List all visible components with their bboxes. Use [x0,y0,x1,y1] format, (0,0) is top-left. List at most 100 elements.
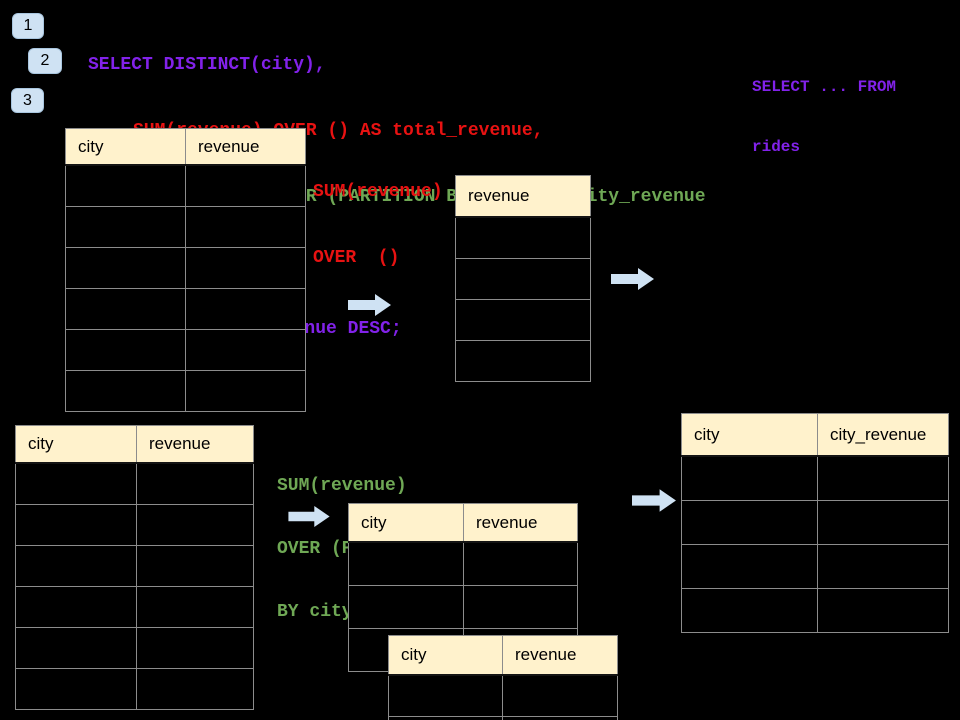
table-cell [455,299,591,341]
table-cell [136,462,254,505]
table-cell [65,370,186,412]
table-cell [136,504,254,546]
table-cell [185,206,306,248]
table-row [455,340,591,382]
table-row [65,329,306,371]
table-cell [185,247,306,289]
table-cell [185,329,306,371]
table-cell [463,585,578,629]
table-cell [185,288,306,330]
table-cell [817,544,949,589]
table-cell [817,588,949,633]
grid: revenue [455,175,591,382]
step-badge-1: 1 [12,13,44,39]
total-revenue-table: revenue [455,175,591,382]
table-cell [817,455,949,501]
table-cell [348,585,464,629]
step-badge-2: 2 [28,48,62,74]
table-cell [136,586,254,628]
header-row: revenue [455,175,591,218]
total-revenue-note: SUM(revenue) OVER () [313,137,443,313]
table-row [348,541,578,586]
table-row [681,500,949,545]
table-row [348,585,578,629]
table-cell [185,370,306,412]
table-row [15,627,254,669]
table-row [15,462,254,505]
table-cell [455,216,591,259]
table-row [388,716,618,720]
table-row [455,258,591,300]
right-arrow-total-result-icon [611,268,654,290]
table-row [15,545,254,587]
right-arrow-total-icon [348,294,391,316]
table-row [65,247,306,289]
table-row [681,544,949,589]
table-cell [502,674,618,717]
table-row [15,586,254,628]
table-cell [681,500,818,545]
table-cell [65,206,186,248]
column-header-revenue: revenue [185,128,306,166]
table-row [681,455,949,501]
column-header-revenue: revenue [136,425,254,464]
step-badge-3: 3 [11,88,44,113]
column-header-revenue: revenue [502,635,618,676]
table-cell [136,668,254,710]
table-cell [681,588,818,633]
table-cell [15,627,137,669]
table-cell [65,164,186,207]
sql-line-select: SELECT DISTINCT(city), [88,55,326,75]
source-from-note: SELECT ... FROM rides [752,37,896,197]
column-header-city_revenue: city_revenue [817,413,949,457]
table-cell [65,247,186,289]
table-cell [136,627,254,669]
note-line: SELECT ... FROM [752,78,897,96]
table-cell [455,340,591,382]
table-cell [15,462,137,505]
table-cell [463,541,578,586]
table-cell [502,716,618,720]
note-line: rides [752,138,801,156]
column-header-city: city [65,128,186,166]
table-row [15,668,254,710]
column-header-revenue: revenue [455,175,591,218]
table-cell [15,586,137,628]
table-cell [136,545,254,587]
table-row [65,164,306,207]
table-row [15,504,254,546]
table-cell [65,329,186,371]
table-row [65,288,306,330]
table-cell [817,500,949,545]
table-cell [15,545,137,587]
table-row [65,206,306,248]
table-cell [388,674,503,717]
right-arrow-partition-result-icon [632,489,676,512]
column-header-city: city [681,413,818,457]
table-cell [348,541,464,586]
table-cell [681,455,818,501]
table-cell [15,668,137,710]
table-row [681,588,949,633]
note-line: SUM(revenue) [277,476,407,496]
table-cell [185,164,306,207]
note-line: OVER () [313,248,400,268]
table-cell [681,544,818,589]
column-header-revenue: revenue [463,503,578,543]
column-header-city: city [15,425,137,464]
table-cell [388,716,503,720]
